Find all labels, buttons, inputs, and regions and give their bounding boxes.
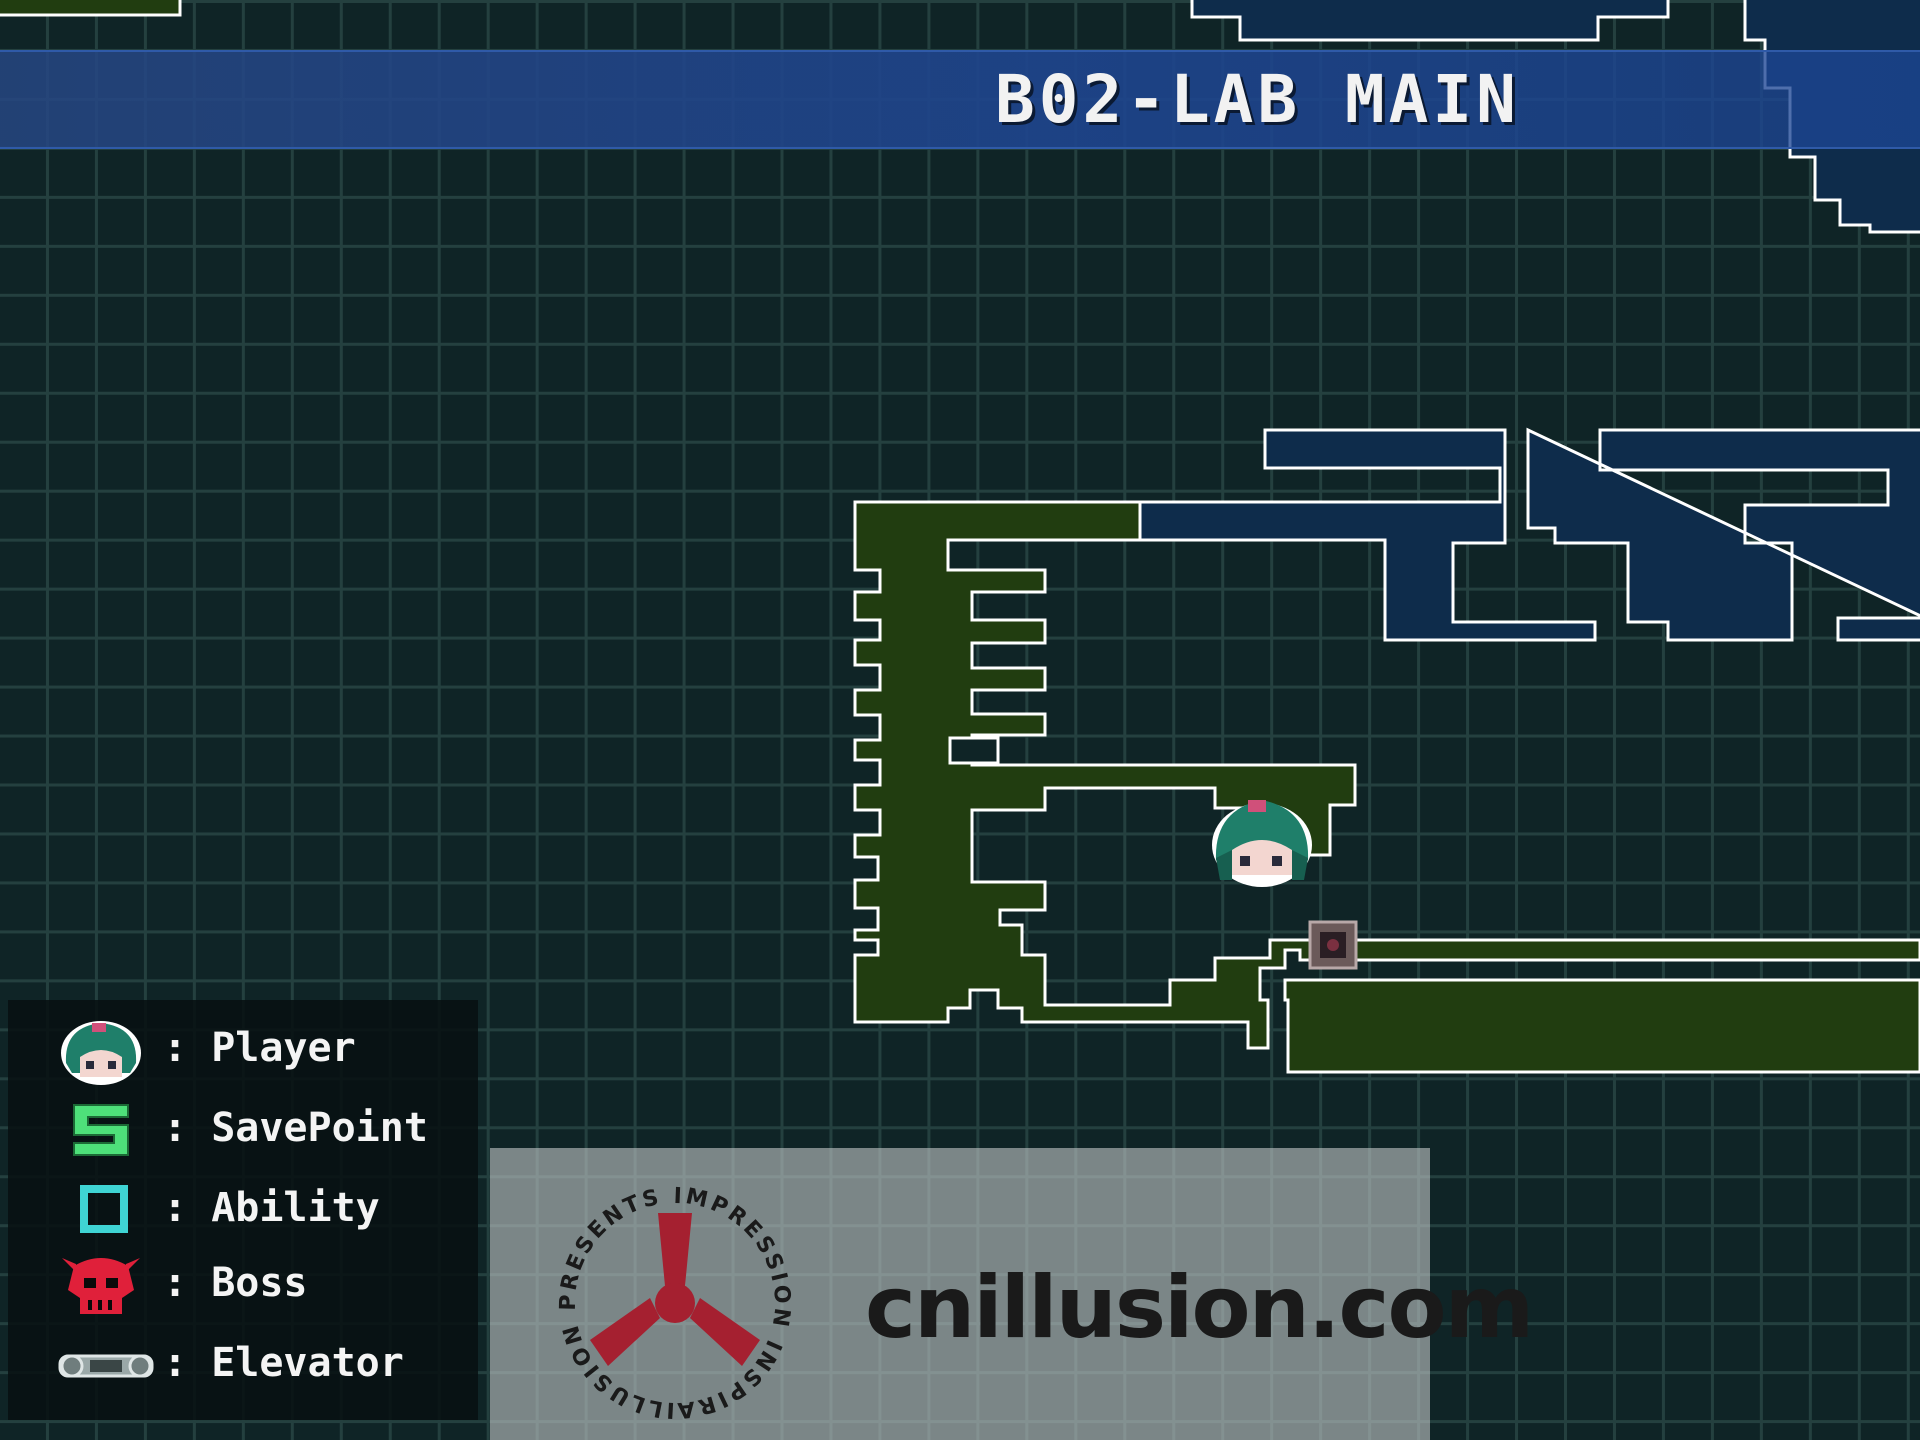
legend-row-boss: : Boss xyxy=(8,1250,478,1320)
legend-row-player: : Player xyxy=(8,1015,478,1085)
savepoint-s-icon xyxy=(73,1104,129,1156)
boss-skull-icon xyxy=(62,1258,140,1314)
room-explored-comb xyxy=(853,500,1920,1050)
illusion-logo-icon: ILLUSION PRESENTS IMPRESSION INSPIRATION… xyxy=(530,1158,792,1422)
ability-square-icon xyxy=(80,1185,128,1233)
legend-separator: : xyxy=(163,1105,188,1151)
legend-separator: : xyxy=(163,1025,188,1071)
legend-separator: : xyxy=(163,1185,188,1231)
watermark-overlay: ILLUSION PRESENTS IMPRESSION INSPIRATION… xyxy=(490,1148,1534,1440)
legend-row-elevator: : Elevator xyxy=(8,1330,478,1400)
legend-label-elevator: Elevator xyxy=(211,1340,404,1386)
legend-row-ability: : Ability xyxy=(8,1175,478,1245)
room-explored-top-left xyxy=(0,0,182,17)
area-title: B02-LAB MAIN xyxy=(995,61,1520,138)
room-unexplored-strip xyxy=(1142,505,1262,538)
legend-row-savepoint: : SavePoint xyxy=(8,1095,478,1165)
area-name-banner xyxy=(0,50,1920,149)
player-marker-icon xyxy=(1212,800,1312,887)
room-unexplored-upper-right xyxy=(1526,427,1920,642)
legend-separator: : xyxy=(163,1340,188,1386)
room-explored-comb-gap xyxy=(948,736,1000,765)
legend-label-savepoint: SavePoint xyxy=(211,1105,428,1151)
legend-label-player: Player xyxy=(211,1025,356,1071)
watermark-site: cnillusion.com xyxy=(865,1258,1534,1358)
room-explored-lower-corridor xyxy=(1283,978,1920,1074)
room-unexplored-top-center xyxy=(1190,0,1670,42)
legend-label-boss: Boss xyxy=(211,1260,308,1306)
legend-separator: : xyxy=(163,1260,188,1306)
door-marker-icon xyxy=(1308,920,1358,970)
player-head-icon xyxy=(61,1021,141,1085)
legend-label-ability: Ability xyxy=(211,1185,380,1231)
room-unexplored-upper-complex xyxy=(1138,428,1597,642)
map-legend: : Player : SavePoint : Ability : Boss xyxy=(8,1000,478,1420)
elevator-icon xyxy=(58,1354,154,1378)
